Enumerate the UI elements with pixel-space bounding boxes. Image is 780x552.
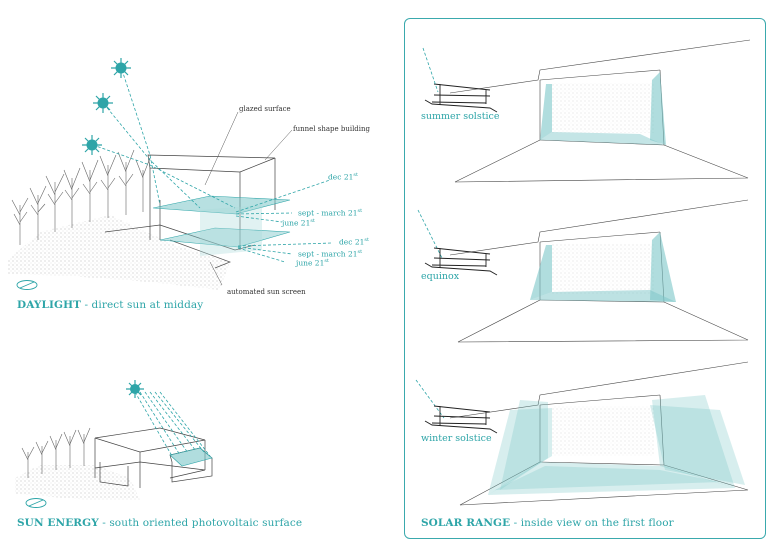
- funnel-shape-label: funnel shape building: [293, 125, 371, 133]
- date-lower-dec: dec 21st: [339, 237, 369, 247]
- solar-range-caption: SOLAR RANGE - inside view on the first f…: [421, 517, 674, 529]
- pv-surface: [169, 447, 213, 467]
- season-label-summer: summer solstice: [421, 111, 500, 122]
- date-lower-june: june 21st: [296, 258, 329, 268]
- tree-icon: [21, 427, 91, 478]
- sun-screen-label: automated sun screen: [227, 288, 306, 296]
- compass-icon: [16, 280, 38, 290]
- sun-icon: [126, 380, 144, 398]
- glazed-surface-label: glazed surface: [239, 105, 291, 113]
- compass-icon: [25, 498, 47, 508]
- tree-icon: [11, 149, 151, 245]
- solar-range-panel: [404, 18, 766, 539]
- glazed-floor-lower: [159, 227, 291, 248]
- glazed-floor-upper: [152, 195, 291, 215]
- daylight-drawing: [8, 58, 333, 290]
- date-upper-june: june 21st: [282, 218, 315, 228]
- sun-energy-caption: SUN ENERGY - south oriented photovoltaic…: [17, 517, 303, 529]
- pv-building: [94, 427, 213, 488]
- date-lower-sept: sept - march 21st: [298, 249, 363, 259]
- season-label-equinox: equinox: [421, 271, 460, 282]
- ground-texture: [8, 215, 230, 290]
- daylight-caption: DAYLIGHT - direct sun at midday: [17, 299, 204, 311]
- sun-rays: [134, 391, 211, 457]
- sun-rays: [92, 69, 333, 263]
- funnel-building: [104, 154, 276, 251]
- date-upper-sept: sept - march 21st: [298, 208, 363, 218]
- season-label-winter: winter solstice: [421, 433, 492, 444]
- date-upper-dec: dec 21st: [328, 172, 358, 182]
